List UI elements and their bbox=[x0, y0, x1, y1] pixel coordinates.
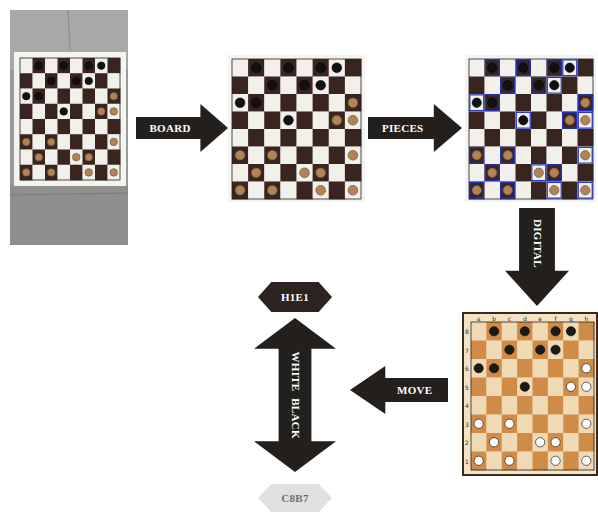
board-coordinate: b bbox=[492, 315, 496, 322]
board-coordinate: 2 bbox=[465, 439, 469, 446]
board-coordinate: 1 bbox=[465, 457, 469, 464]
board-coordinate: h bbox=[584, 315, 588, 322]
node-label: BOARD bbox=[149, 122, 190, 135]
node-label: C8B7 bbox=[281, 492, 308, 505]
node-label: H1E1 bbox=[281, 291, 309, 304]
board-coordinate: a bbox=[477, 315, 481, 322]
node-label: WHITE bbox=[288, 352, 301, 392]
board-coordinate: 6 bbox=[465, 365, 469, 372]
step-arrow: BOARD bbox=[136, 104, 228, 152]
shape-outline bbox=[254, 318, 336, 472]
step-arrow: MOVE bbox=[350, 366, 448, 414]
board-coordinate: 7 bbox=[465, 346, 469, 353]
step-arrow: DIGITAL bbox=[505, 208, 569, 306]
board-coordinate: 4 bbox=[465, 402, 469, 409]
node-label: PIECES bbox=[382, 122, 424, 135]
board-coordinate: 8 bbox=[465, 328, 469, 335]
move-hexagon: C8B7 bbox=[258, 484, 332, 512]
board-coordinate: 5 bbox=[465, 383, 469, 390]
board-coordinate: 3 bbox=[465, 420, 469, 427]
node-label: DIGITAL bbox=[531, 219, 544, 268]
board-coordinate: d bbox=[523, 315, 527, 322]
board-coordinate: f bbox=[555, 315, 557, 322]
board-coordinate: e bbox=[538, 315, 542, 322]
node-label: MOVE bbox=[397, 384, 432, 397]
move-hexagon: H1E1 bbox=[258, 282, 332, 312]
node-label: BLACK bbox=[289, 399, 302, 440]
board-coordinate: g bbox=[569, 315, 573, 322]
step-arrow: PIECES bbox=[368, 104, 462, 152]
board-coordinate: c bbox=[508, 315, 511, 322]
turn-double-arrow: WHITE BLACK bbox=[254, 318, 336, 472]
